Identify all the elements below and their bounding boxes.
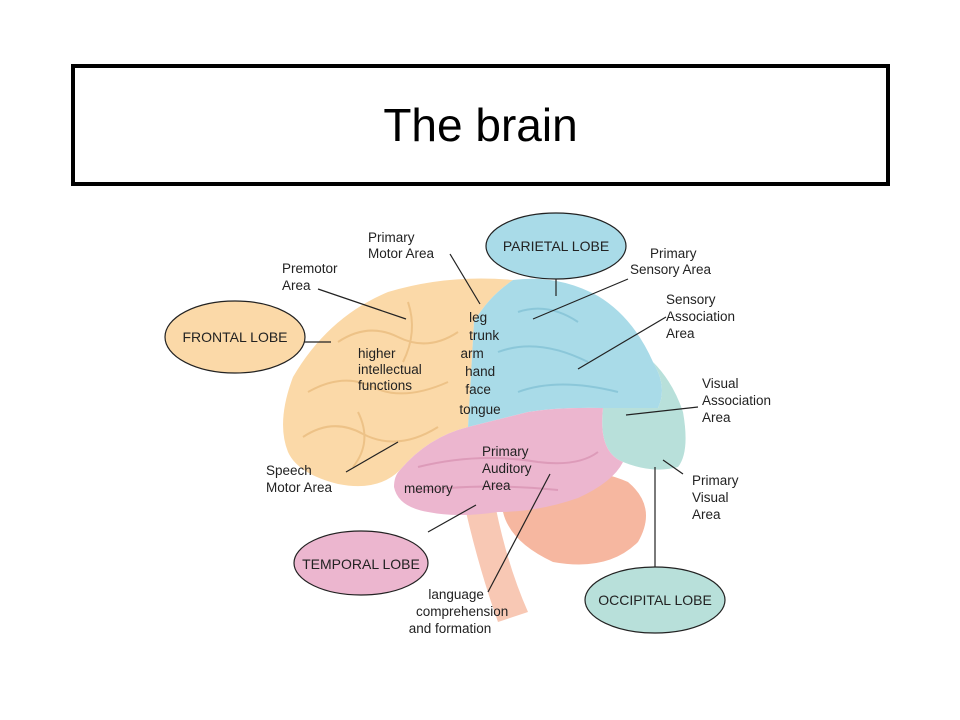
occipital-lobe-label: OCCIPITAL LOBE (598, 592, 712, 608)
slide-title: The brain (383, 99, 578, 151)
frontal-lobe-label: FRONTAL LOBE (182, 329, 287, 345)
primary-motor-area-label: Primary Motor Area (368, 230, 435, 261)
speech-motor-area-label: Speech Motor Area (266, 463, 333, 495)
frontal-gyri (302, 301, 459, 468)
temporal-gyri (412, 451, 599, 493)
language-label: language comprehension and formation (409, 587, 512, 636)
primary-visual-area-label: Primary Visual Area (692, 473, 742, 522)
parietal-lobe-label: PARIETAL LOBE (503, 238, 609, 254)
brain-diagram: FRONTAL LOBE PARIETAL LOBE TEMPORAL LOBE… (158, 212, 800, 642)
primary-sensory-area-label: Primary Sensory Area (630, 246, 712, 277)
temporal-lobe-badge: TEMPORAL LOBE (293, 530, 429, 596)
primary-auditory-area-label: Primary Auditory Area (482, 444, 535, 493)
sensory-association-area-label: Sensory Association Area (666, 292, 739, 341)
memory-label: memory (404, 481, 453, 496)
higher-intellectual-functions-label: higher intellectual functions (358, 346, 426, 393)
brainstem (466, 508, 528, 622)
body-map-label: leg trunk arm hand face tongue (459, 310, 503, 417)
visual-association-area-label: Visual Association Area (702, 376, 775, 425)
frontal-lobe-region (283, 278, 513, 487)
temporal-lobe-label: TEMPORAL LOBE (302, 556, 420, 572)
leader-lines (303, 253, 699, 593)
parietal-gyri (497, 307, 619, 393)
title-box: The brain (71, 64, 890, 186)
premotor-area-label: Premotor Area (282, 261, 341, 293)
frontal-lobe-badge: FRONTAL LOBE (164, 300, 306, 374)
occipital-lobe-badge: OCCIPITAL LOBE (584, 566, 726, 634)
parietal-lobe-badge: PARIETAL LOBE (485, 212, 627, 280)
occipital-lobe-region (602, 362, 686, 470)
